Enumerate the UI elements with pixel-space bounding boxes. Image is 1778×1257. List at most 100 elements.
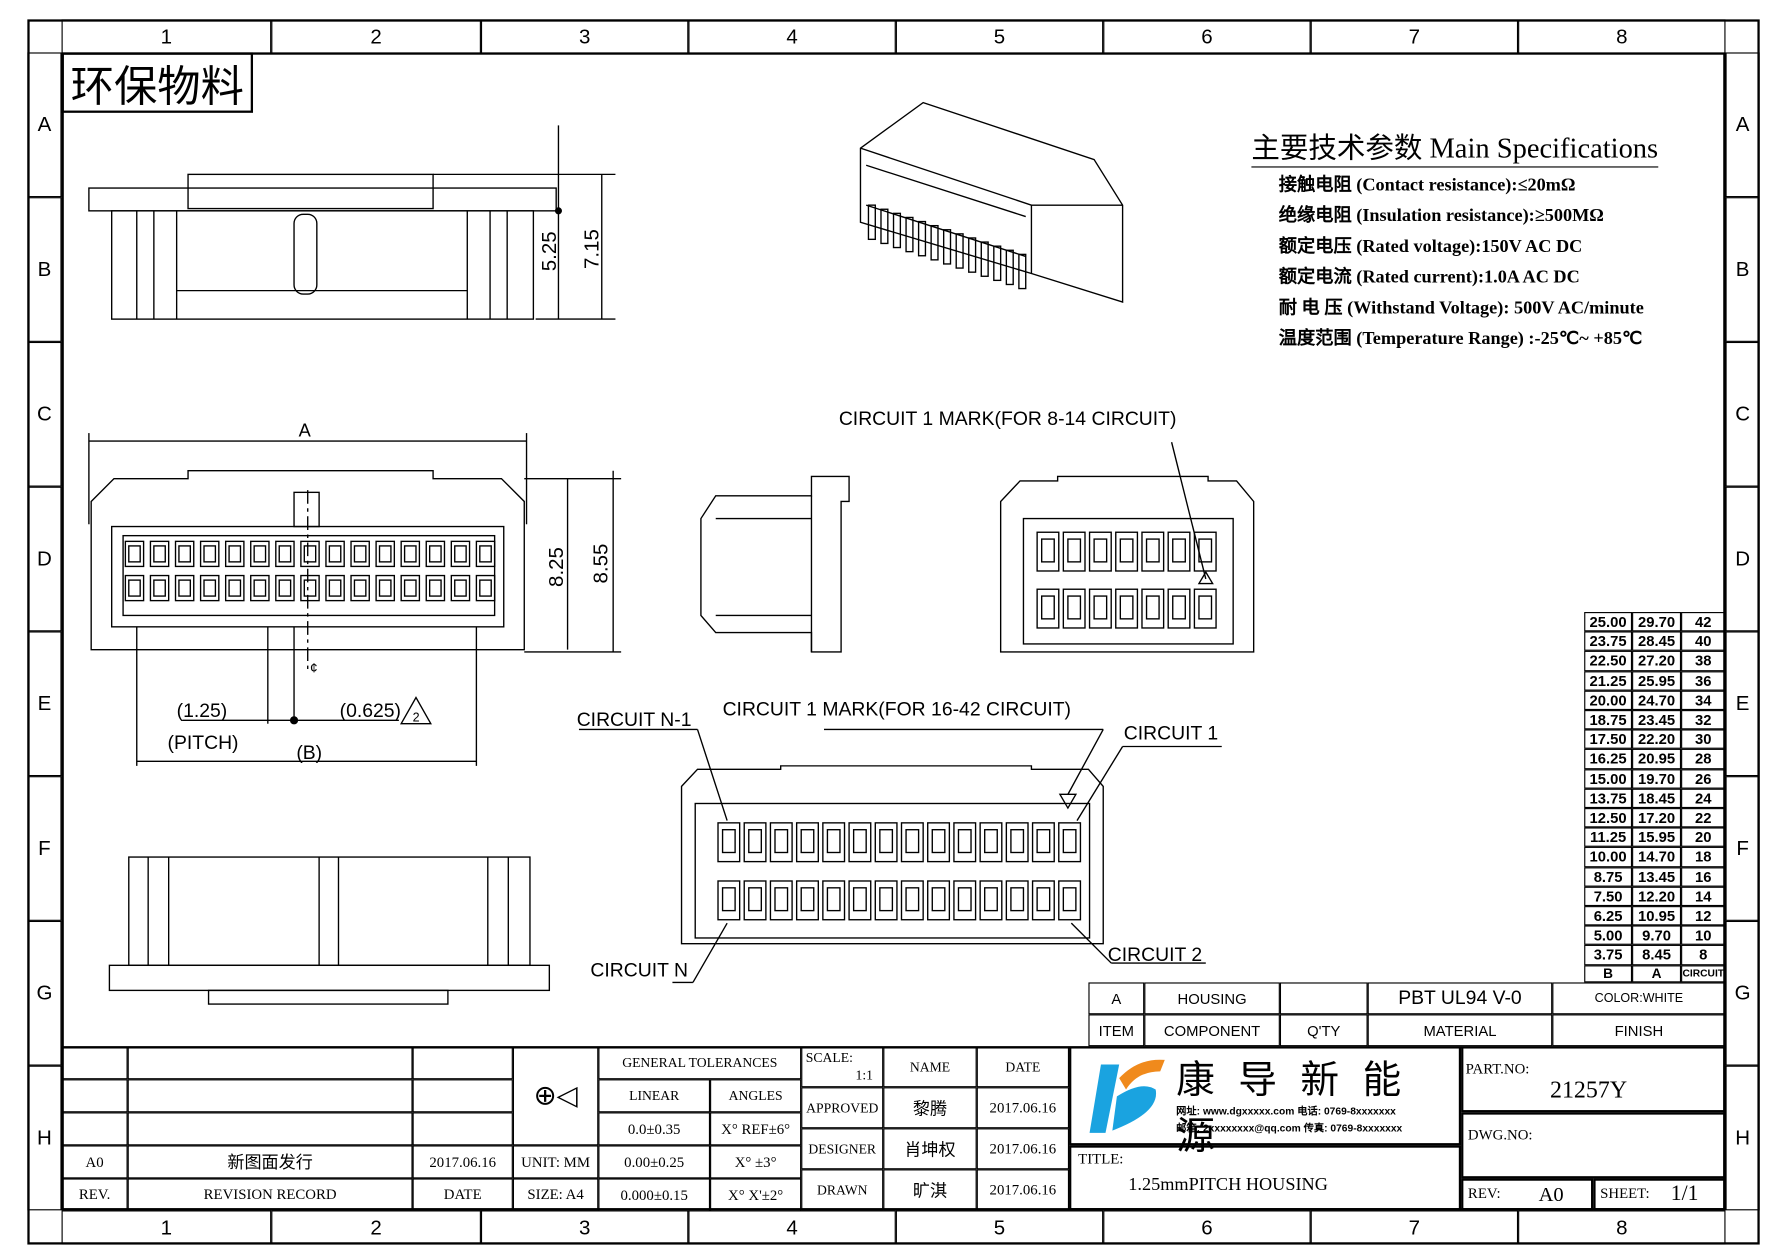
zone-row-left: E [27, 631, 62, 777]
contact-slot-inner [1145, 538, 1160, 563]
sheet-cell: SHEET: 1/1 [1593, 1178, 1726, 1211]
linear-header: LINEAR [598, 1079, 711, 1113]
contact-slot [149, 540, 170, 568]
contact-slot-inner [303, 579, 317, 597]
rev-header: REV. [61, 1178, 128, 1211]
part-no-label: PART.NO: [1465, 1059, 1530, 1078]
circuit-table-cell: 23.45 [1632, 710, 1682, 730]
bom-table: A HOUSING PBT UL94 V-0 COLOR:WHITE ITEM … [1088, 982, 1726, 1047]
centerline-mark: ¢ [310, 660, 318, 675]
contact-slot [250, 540, 270, 568]
zone-column-bottom: 2 [271, 1210, 481, 1245]
bom-material: PBT UL94 V-0 [1367, 982, 1553, 1015]
contact-slot [124, 540, 145, 568]
contact-slot [124, 574, 145, 602]
angle-tolerance: X° REF±6° [710, 1112, 802, 1146]
contact-slot-inner [826, 887, 841, 912]
contact-slot [475, 540, 496, 568]
zone-row-left: D [27, 486, 62, 632]
iso-contact-slot [880, 208, 889, 245]
contact-slot-inner [1041, 595, 1055, 620]
circuit-table-cell: 3.75 [1584, 945, 1633, 965]
contact-slot [199, 574, 220, 602]
circuit-table-cell: 17.50 [1584, 729, 1633, 750]
specs-title: 主要技术参数 Main Specifications [1251, 125, 1659, 168]
dim-pitch-label: (PITCH) [168, 732, 239, 754]
side-view [700, 475, 850, 653]
contact-slot [1141, 588, 1165, 629]
contact-slot [953, 880, 977, 921]
linear-tolerance: 0.00±0.25 [598, 1145, 711, 1179]
end-view-16-42 [578, 728, 1222, 984]
callout-circuit-1: CIRCUIT 1 [1123, 722, 1219, 745]
revision-date: 2017.06.16 [412, 1145, 513, 1179]
iso-contact-slot [968, 237, 977, 273]
contact-slot [874, 822, 898, 863]
circuit-table-cell: 12.20 [1632, 886, 1682, 907]
circuit-table-cell: 20 [1681, 827, 1726, 848]
circuit-table-cell: 18.45 [1632, 788, 1682, 809]
revision-record: 新图面发行 [127, 1145, 413, 1179]
circuit-table-cell: 22.50 [1584, 651, 1633, 671]
zone-row-right: H [1725, 1065, 1760, 1211]
contact-slot [400, 574, 421, 602]
contact-slot [979, 880, 1003, 921]
company-contact-line2: 邮箱: 2xxxxxxxx@qq.com 传真: 0769-8xxxxxxx [1176, 1122, 1403, 1135]
contact-slot-inner [1036, 829, 1051, 854]
circuit-table-cell: 10.95 [1632, 906, 1682, 926]
circuit-table-cell: 7.50 [1584, 886, 1633, 907]
circuit-table-cell: 13.45 [1632, 866, 1682, 887]
contact-slot [174, 540, 195, 568]
end-view-8-14 [999, 442, 1255, 653]
contact-slot [769, 822, 793, 863]
circuit-table-cell: 18 [1681, 847, 1726, 867]
contact-slot-inner [879, 829, 894, 854]
zone-column-top: 5 [895, 19, 1104, 54]
callout-circuit1-mark-8-14: CIRCUIT 1 MARK(FOR 8-14 CIRCUIT) [838, 408, 1177, 430]
zone-column-top: 6 [1103, 19, 1311, 54]
contact-slot [400, 540, 421, 568]
revision-record-header: REVISION RECORD [127, 1178, 413, 1211]
circuit-table-cell: 10.00 [1584, 847, 1633, 867]
zone-row-right: C [1725, 341, 1760, 487]
company-name: 康 导 新 能 源 [1176, 1059, 1409, 1158]
circuit-table-cell: 34 [1681, 690, 1726, 711]
contact-slot-inner [957, 887, 972, 912]
contact-slot [1115, 588, 1139, 629]
bom-header-material: MATERIAL [1367, 1014, 1553, 1047]
company-logo-icon [1089, 1059, 1165, 1133]
circuit-table-cell: 25.00 [1584, 612, 1633, 632]
iso-contact-slot [905, 216, 914, 253]
contact-slot [1088, 588, 1112, 629]
bom-item: A [1088, 982, 1145, 1015]
circuit-table-cell: 27.20 [1632, 651, 1682, 671]
contact-slot [1193, 531, 1217, 572]
rev-cell: REV: A0 [1461, 1178, 1594, 1211]
contact-slot-inner [1041, 538, 1055, 563]
zone-column-bottom: 3 [480, 1210, 689, 1245]
title-block [61, 1046, 1726, 1210]
contact-slot [350, 574, 370, 602]
contact-slot [979, 822, 1003, 863]
circuit-table-cell: 6.25 [1584, 906, 1633, 926]
circuit-table-cell: 29.70 [1632, 612, 1682, 632]
contact-slot-inner [1067, 595, 1082, 620]
circuit-table-header: CIRCUIT [1681, 964, 1726, 982]
bom-header-component: COMPONENT [1144, 1014, 1280, 1047]
contact-slot [822, 880, 846, 921]
date-header: DATE [976, 1046, 1070, 1088]
company-logo-block: 康 导 新 能 源 网址: www.dgxxxxx.com 电话: 0769-8… [1069, 1046, 1462, 1158]
circuit-table-cell: 8 [1681, 945, 1726, 965]
circuit-table-cell: 28.45 [1632, 631, 1682, 652]
contact-slot-inner [905, 887, 920, 912]
zone-column-top: 7 [1310, 19, 1519, 54]
linear-tolerance: 0.000±0.15 [598, 1178, 711, 1212]
dim-pitch: (1.25) [177, 700, 228, 722]
circuit-table-cell: 9.70 [1632, 925, 1682, 946]
rev-value: A0 [61, 1145, 128, 1179]
contact-slot-inner [774, 829, 789, 854]
scale-value: 1:1 [855, 1066, 874, 1083]
contact-slot-inner [378, 579, 392, 597]
spec-item: 耐 电 压 (Withstand Voltage): 500V AC/minut… [1278, 298, 1644, 318]
